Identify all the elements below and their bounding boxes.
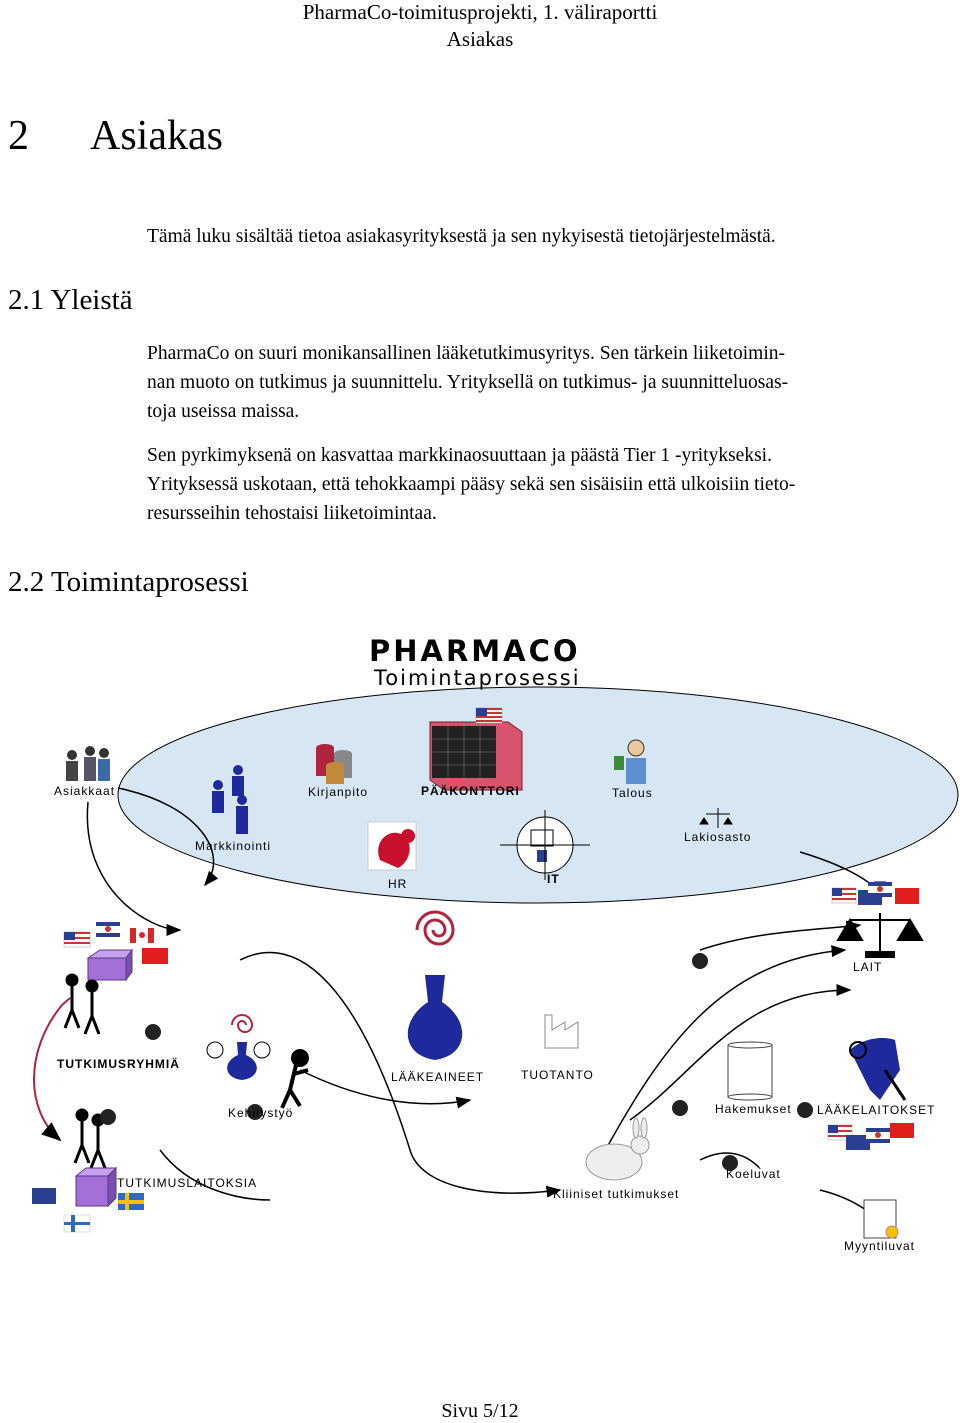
paragraph-line: Sen pyrkimyksenä on kasvattaa markkinaos… [147, 445, 772, 466]
usa-flag-icon [475, 707, 503, 724]
research-institute-cube-icon [74, 1166, 118, 1208]
headquarters-building-icon [429, 721, 523, 791]
label-hr: HR [388, 877, 408, 891]
drug-flask-icon [407, 910, 463, 1060]
diagram-title: PHARMACO [369, 634, 581, 668]
eu-flag-icon [32, 1188, 56, 1204]
chapter-title: Asiakas [90, 113, 223, 159]
research-cycle-arrow [33, 1004, 63, 1142]
paragraph-line: toja useissa maissa. [147, 401, 300, 422]
development-flask-icon [206, 1014, 271, 1080]
hr-mascot-icon [367, 821, 417, 871]
chapter-number: 2 [8, 113, 29, 159]
sweden-flag-icon [118, 1193, 144, 1210]
label-asiakkaat: Asiakkaat [54, 784, 116, 798]
document-scroll-icon [727, 1041, 773, 1101]
document-scroll-icon [863, 1199, 899, 1239]
running-header-title: PharmaCo-toimitusprojekti, 1. väliraport… [302, 0, 658, 24]
paragraph-line: resursseihin tehostaisi liiketoimintaa. [147, 503, 437, 524]
finland-flag-icon [63, 1214, 91, 1233]
section-heading-2-1: 2.1 Yleistä [8, 284, 133, 317]
researchers-icon [63, 973, 101, 1035]
flags-icon-group-right [831, 882, 919, 905]
label-tuotanto: TUOTANTO [521, 1068, 594, 1082]
flow-arrow [239, 951, 562, 1198]
scales-icon [699, 808, 733, 828]
finance-person-icon [614, 739, 646, 784]
large-scales-icon [836, 913, 924, 958]
label-laakelaitokset: LÄÄKELAITOKSET [817, 1103, 936, 1117]
paragraph-line: nan muoto on tutkimus ja suunnittelu. Yr… [147, 372, 789, 393]
flow-arrow [629, 984, 852, 1121]
flags-icon-group-left [63, 922, 168, 964]
paragraph-line: Yrityksessä uskotaan, että tehokkaampi p… [147, 474, 796, 495]
scientist-icon [280, 1049, 309, 1109]
label-talous: Talous [612, 786, 653, 800]
flow-arrow [699, 920, 862, 951]
label-kehitystyo: Kehitystyö [228, 1106, 294, 1120]
process-diagram-graphics [32, 686, 959, 1239]
label-markkinointi: Markkinointi [195, 839, 272, 853]
marketing-people-icon [212, 765, 248, 834]
label-kirjanpito: Kirjanpito [308, 785, 369, 799]
rabbit-icon [585, 1117, 650, 1181]
flow-arrow [159, 1149, 271, 1201]
intro-paragraph: Tämä luku sisältää tietoa asiakasyrityks… [147, 226, 776, 247]
section-title: Toimintaprosessi [50, 566, 249, 598]
label-lait: LAIT [853, 960, 883, 974]
label-laakeaineet: LÄÄKEAINEET [391, 1070, 485, 1084]
label-hakemukset: Hakemukset [715, 1102, 792, 1116]
paragraph-line: PharmaCo on suuri monikansallinen lääket… [147, 343, 785, 364]
paragraph-2: Sen pyrkimyksenä on kasvattaa markkinaos… [147, 441, 947, 528]
headquarters-ellipse [117, 686, 959, 904]
businesspeople-icon [66, 746, 110, 781]
running-header-section: Asiakas [446, 27, 514, 51]
researchers-icon [73, 1108, 107, 1169]
page-number: Sivu 5/12 [441, 1400, 519, 1422]
flow-arrow [117, 787, 219, 887]
paragraph-1: PharmaCo on suuri monikansallinen lääket… [147, 339, 947, 426]
label-tutkimusryhmia: TUTKIMUSRYHMIÄ [57, 1057, 180, 1071]
section-number: 2.1 [8, 284, 45, 316]
flow-arrow [299, 1069, 472, 1109]
factory-icon [544, 1014, 579, 1049]
label-myyntiluvat: Myyntiluvat [844, 1239, 916, 1253]
flags-icon-group-agencies [827, 1123, 914, 1150]
research-unit-cube-icon [86, 948, 133, 982]
section-heading-2-2: 2.2 Toimintaprosessi [8, 566, 249, 599]
process-diagram: PHARMACO Toimintaprosessi Asiakkaat Kirj… [0, 630, 960, 1270]
section-number: 2.2 [8, 566, 45, 598]
label-it: IT [547, 872, 560, 886]
inspector-icon [849, 1038, 907, 1101]
chapter-heading: 2 Asiakas [8, 112, 223, 160]
flow-arrow [86, 801, 182, 936]
section-title: Yleistä [50, 284, 133, 316]
label-tutkimuslaitoksia: TUTKIMUSLAITOKSIA [117, 1176, 258, 1190]
diagram-subtitle: Toimintaprosessi [374, 666, 581, 690]
label-paakonttori: PÄÄKONTTORI [421, 784, 520, 798]
coins-icon [316, 744, 352, 784]
label-lakiosasto: Lakiosasto [684, 830, 752, 844]
bomb-icon [100, 953, 813, 1171]
flow-arrow [599, 945, 847, 1161]
label-kliiniset: Kliiniset tutkimukset [553, 1187, 680, 1201]
label-koeluvat: Koeluvat [726, 1167, 781, 1181]
